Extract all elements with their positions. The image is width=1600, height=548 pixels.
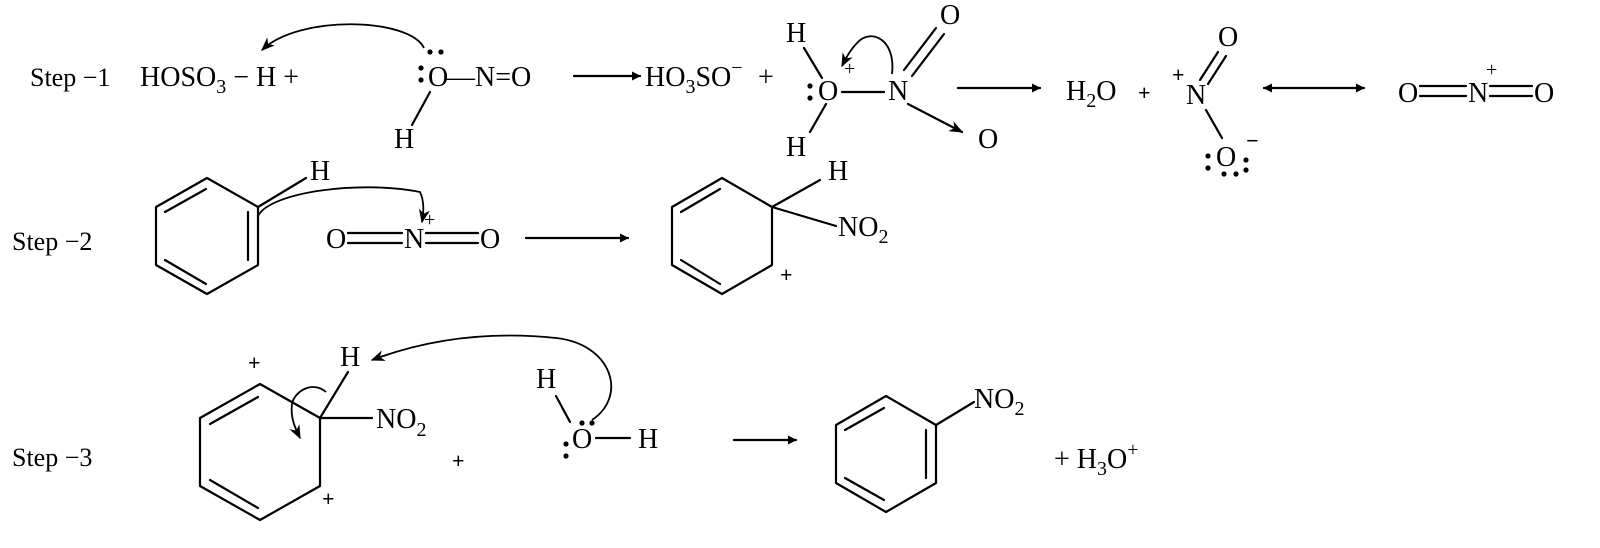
arenium-intermediate: H NO2 + (670, 156, 888, 296)
hydrogen-atom: H (340, 342, 360, 373)
oxygen-atom: O (1534, 78, 1554, 109)
oxygen-atom: O (572, 424, 592, 455)
carbocation-charge: + (248, 350, 261, 375)
step-2-row: Step −2 H O N + O H (12, 156, 888, 296)
oxygen-atom: O (818, 76, 838, 107)
hydronium-ion: + H3O+ (1054, 439, 1139, 480)
step-3-row: Step −3 H NO2 + + + H O H (12, 334, 1139, 522)
oxygen-atom: O (480, 224, 500, 255)
nitrous-chain: —N=O (446, 62, 531, 93)
step-2-label: Step −2 (12, 227, 92, 256)
nitro-group: NO2 (974, 384, 1024, 420)
oxygen-atom: O (940, 0, 960, 31)
oxygen-atom: O (1398, 78, 1418, 109)
nitro-group: NO2 (376, 404, 426, 441)
oxygen-atom: O (978, 124, 998, 155)
bisulfate-ion: HO3SO− (645, 57, 743, 98)
nitrobenzene: NO2 (834, 384, 1024, 514)
sulfuric-acid: HOSO3 − H + (140, 62, 299, 98)
hydrogen-atom: H (394, 124, 414, 155)
arenium-intermediate: H NO2 + + (198, 342, 426, 522)
curly-arrow-protonation (260, 23, 425, 51)
nitrogen-atom: N (888, 76, 908, 107)
protonated-nitrous-acid: H O + H N O O (786, 0, 998, 163)
leaving-bond-arrow (906, 102, 964, 134)
hydrogen-atom: H (786, 18, 806, 49)
curly-arrow-deprotonation (370, 334, 613, 421)
carbocation-charge: + (322, 486, 335, 511)
nitronium-electrophile: O N + O (326, 209, 500, 255)
nitrous-acid: O —N=O H (394, 49, 531, 155)
water-base: H O H (536, 364, 658, 459)
benzene-ring: H (154, 156, 330, 296)
curly-arrow-ch-bond (289, 386, 327, 440)
curly-arrow-bond-break (841, 35, 894, 75)
oxygen-atom: O (1218, 22, 1238, 53)
nitrogen-atom: N (1468, 78, 1488, 109)
plus-sign-1: + (758, 62, 774, 93)
nitro-group: NO2 (838, 212, 888, 248)
oxygen-atom: O (326, 224, 346, 255)
oxygen-atom: O (428, 62, 448, 93)
step-1-row: Step −1 HOSO3 − H + O —N=O H HO3SO− + H … (30, 0, 1554, 177)
nitrogen-charge: + (424, 209, 435, 231)
nitrogen-charge: + (1172, 62, 1185, 87)
oxonium-charge: + (844, 58, 855, 80)
hydrogen-atom: H (638, 424, 658, 455)
hydrogen-atom: H (828, 156, 848, 187)
step-3-label: Step −3 (12, 443, 92, 472)
nitronium-ion-linear: O N + O (1398, 59, 1554, 109)
nitrogen-atom: N (404, 224, 424, 255)
nitrogen-atom: N (1186, 80, 1206, 111)
carbocation-charge: + (780, 262, 793, 287)
hydrogen-atom: H (786, 132, 806, 163)
curly-arrow-electrophilic-attack (257, 186, 430, 224)
water: H2O (1066, 76, 1116, 112)
step-1-label: Step −1 (30, 63, 110, 92)
hydrogen-atom: H (536, 364, 556, 395)
oxygen-atom: O (1216, 142, 1236, 173)
nitrogen-charge: + (1486, 59, 1497, 81)
hydrogen-atom: H (310, 156, 330, 187)
plus-sign-3: + (452, 448, 465, 473)
nitronium-resonance-form: + N O O − (1172, 22, 1259, 177)
plus-sign-2: + (1138, 80, 1151, 105)
oxygen-charge: − (1246, 128, 1259, 153)
